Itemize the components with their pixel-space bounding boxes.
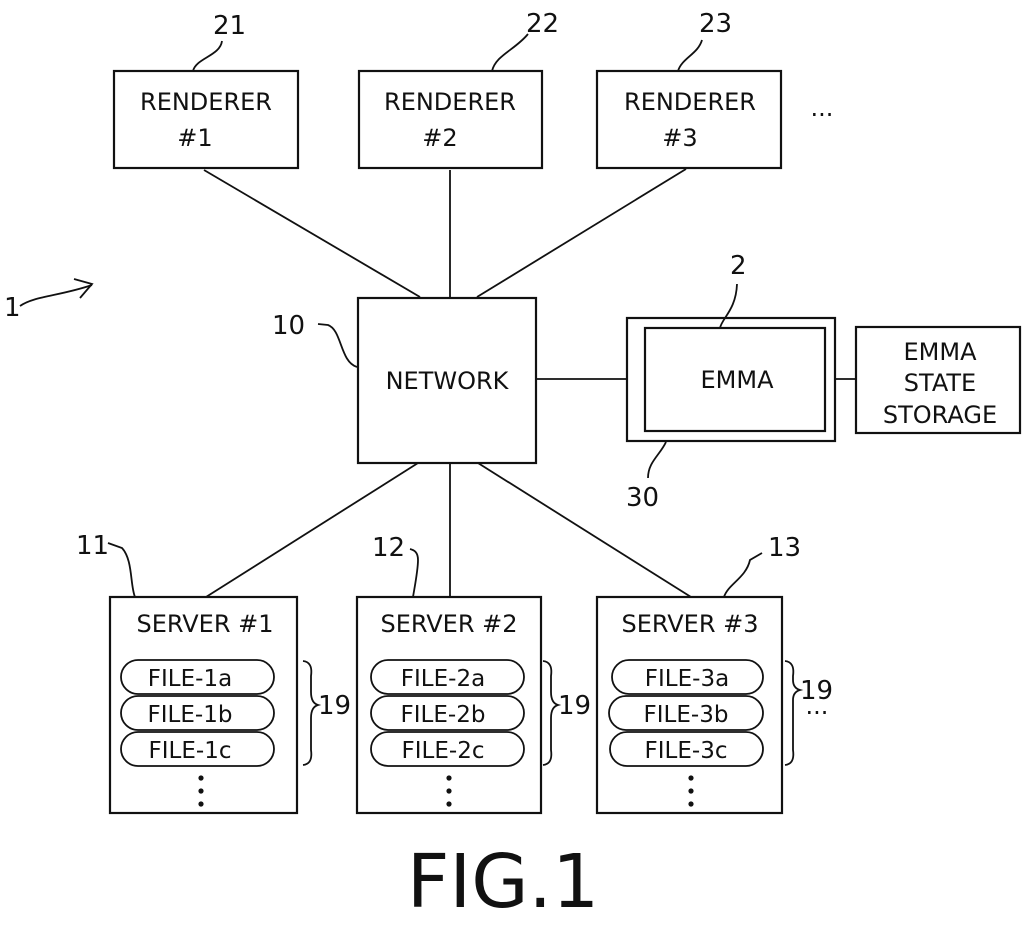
storage-box [854, 325, 1022, 435]
renderer-3: RENDERER #3 23 [595, 9, 783, 170]
wire-renderer1-network [203, 169, 421, 298]
ref-numeral: 13 [768, 533, 801, 563]
ref-numeral: 12 [372, 533, 405, 563]
emma-state-storage: EMMA STATE STORAGE [854, 325, 1022, 435]
storage-label-line2: STATE [904, 369, 976, 397]
file-name: FILE-2b [401, 702, 486, 728]
file-name: FILE-1c [149, 738, 232, 764]
renderers-ellipsis: ... [811, 94, 834, 122]
network: NETWORK 10 [272, 296, 538, 465]
file-name: FILE-2a [401, 666, 485, 692]
file-name: FILE-1a [148, 666, 232, 692]
network-label: NETWORK [386, 367, 510, 395]
renderer-box [112, 69, 300, 170]
brace-icon [542, 660, 562, 766]
ref-numeral: 22 [526, 9, 559, 39]
file-item [120, 695, 275, 731]
server-label: SERVER #1 [136, 610, 273, 638]
file-name: FILE-3a [645, 666, 729, 692]
file-item [370, 695, 525, 731]
ref-numeral: 30 [626, 483, 659, 513]
ref-numeral: 10 [272, 311, 305, 341]
file-item [120, 659, 275, 695]
ref-leader [677, 39, 703, 72]
renderer-number: #3 [662, 124, 697, 152]
ellipsis-dot [198, 801, 204, 807]
ref-numeral: 11 [76, 531, 109, 561]
ref-leader [107, 542, 136, 598]
servers-ellipsis: ... [806, 692, 829, 720]
ellipsis-dot [688, 788, 694, 794]
ref-leader [409, 548, 419, 598]
ref-leader [491, 33, 529, 72]
files-ref-numeral: 19 [800, 676, 833, 706]
wire-network-server1 [205, 462, 419, 598]
connections [203, 168, 856, 598]
ellipsis-dot [688, 775, 694, 781]
ref-leader [723, 552, 763, 598]
files-ref-numeral: 19 [318, 691, 351, 721]
ref-numeral: 2 [730, 251, 747, 281]
renderer-2: RENDERER #2 22 [357, 9, 559, 170]
ellipsis-dot [198, 775, 204, 781]
ellipsis-dot [198, 788, 204, 794]
ref-leader [719, 283, 738, 329]
file-name: FILE-3b [644, 702, 729, 728]
emma-inner-box [643, 326, 827, 433]
renderer-label: RENDERER [140, 88, 272, 116]
ref-leader [317, 323, 358, 368]
brace-icon [302, 660, 322, 766]
file-name: FILE-3c [645, 738, 728, 764]
ref-leader [192, 40, 223, 72]
file-item [608, 695, 764, 731]
system-ref: 1 [4, 278, 94, 323]
server-3: SERVER #3 FILE-3a FILE-3b FILE-3c 19 ...… [595, 533, 833, 815]
renderer-label: RENDERER [384, 88, 516, 116]
files-ref-numeral: 19 [558, 691, 591, 721]
storage-label-line3: STORAGE [883, 401, 997, 429]
file-item [611, 659, 764, 695]
ellipsis-dot [446, 788, 452, 794]
ellipsis-dot [446, 775, 452, 781]
file-item [370, 659, 525, 695]
wire-renderer3-network [476, 168, 687, 298]
renderer-box [595, 69, 783, 170]
server-1: SERVER #1 FILE-1a FILE-1b FILE-1c 19 11 [76, 531, 351, 815]
file-item [370, 731, 525, 767]
system-ref-numeral: 1 [4, 293, 21, 323]
renderer-number: #1 [177, 124, 212, 152]
renderer-number: #2 [422, 124, 457, 152]
arrow-head-icon [73, 278, 94, 299]
renderer-label: RENDERER [624, 88, 756, 116]
server-label: SERVER #3 [621, 610, 758, 638]
file-name: FILE-1b [148, 702, 233, 728]
ellipsis-dot [446, 801, 452, 807]
ref-numeral: 21 [213, 11, 246, 41]
ellipsis-dot [688, 801, 694, 807]
wire-network-server3 [477, 462, 692, 598]
emma-label: EMMA [701, 366, 775, 394]
storage-label-line1: EMMA [904, 338, 978, 366]
arrow-icon [19, 284, 93, 307]
emma: EMMA 2 30 [625, 251, 837, 513]
server-2: SERVER #2 FILE-2a FILE-2b FILE-2c 19 12 [355, 533, 591, 815]
ref-leader [647, 441, 667, 479]
file-name: FILE-2c [402, 738, 485, 764]
brace-icon [784, 660, 804, 766]
renderer-box [357, 69, 544, 170]
server-label: SERVER #2 [380, 610, 517, 638]
renderer-1: RENDERER #1 21 [112, 11, 300, 170]
figure-caption: FIG.1 [407, 839, 599, 925]
file-item [609, 731, 764, 767]
file-item [120, 731, 275, 767]
ref-numeral: 23 [699, 9, 732, 39]
network-box [356, 296, 538, 465]
